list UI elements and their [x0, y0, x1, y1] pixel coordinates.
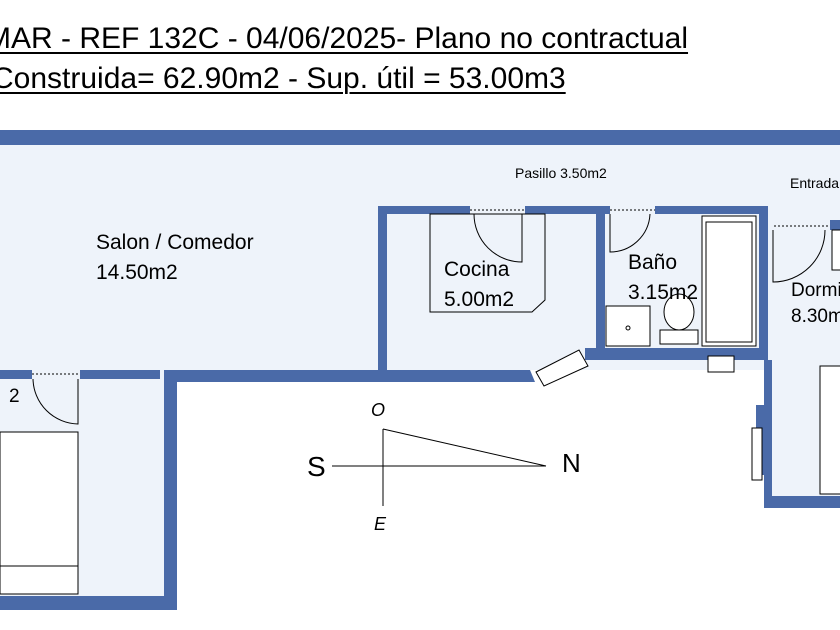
wall-dorm2-top-a [0, 370, 32, 379]
window-unit [535, 349, 589, 387]
wall-top [0, 130, 840, 145]
room-area-salon: 14.50m2 [96, 261, 178, 284]
room-label-entrada: Entrada [790, 175, 839, 191]
wall-dorm2-top-b [80, 370, 160, 379]
wall-entrance [830, 220, 840, 230]
fixtures [0, 213, 840, 595]
room-area-bano: 3.15m2 [628, 281, 698, 304]
wall-bath-right [759, 206, 768, 360]
door-kitchen-swing [473, 213, 523, 263]
wall-bottom-left [0, 596, 177, 610]
compass-label-south: S [307, 451, 326, 482]
compass-label-east: E [374, 514, 387, 534]
bed-dorm2 [0, 431, 79, 595]
wall-kitchen-bath [596, 206, 605, 356]
room-label-salon: Salon / Comedor [96, 231, 254, 254]
wall-kitchen-top-b [525, 206, 610, 214]
room-label-bano: Baño [628, 251, 677, 274]
bathtub-inner [705, 221, 753, 343]
plan-title-line-1: MAR - REF 132C - 04/06/2025- Plano no co… [0, 22, 689, 55]
wall-bottom-kitchen [585, 348, 765, 360]
compass-rose [332, 428, 547, 506]
wall-dorm1-bottom [764, 496, 840, 508]
compass-label-north: N [562, 448, 581, 478]
wall-dorm2-right [164, 370, 177, 610]
door-bath-swing [609, 213, 651, 253]
toilet-bowl [663, 293, 695, 331]
walls [0, 130, 840, 610]
shower-tray [707, 355, 735, 373]
wall-bottom-salon [164, 370, 535, 382]
entrance-shelf [831, 229, 840, 271]
room-label-pasillo: Pasillo 3.50m2 [515, 165, 607, 181]
wall-kitchen-top-a [378, 206, 470, 214]
bed-dorm1 [819, 365, 840, 495]
wall-kitchen-left [378, 206, 387, 370]
room-area-cocina: 5.00m2 [444, 288, 514, 311]
room-label-cocina: Cocina [444, 258, 510, 281]
toilet-tank [659, 329, 699, 345]
kitchen-counter [429, 213, 546, 313]
compass-label-west: O [371, 400, 385, 420]
doors [32, 209, 830, 425]
door-dorm2-swing [32, 378, 79, 425]
room-label-dorm2: 2 [9, 386, 20, 407]
sink-drain-icon [625, 325, 631, 331]
wall-bath-top [655, 206, 767, 214]
compass-north-pointer [382, 428, 547, 467]
floor-area [0, 144, 840, 596]
room-label-dorm1: Dormitorio [791, 280, 840, 301]
wardrobe-dorm1 [751, 427, 763, 481]
plan-title-line-2: Construida= 62.90m2 - Sup. útil = 53.00m… [0, 62, 566, 95]
wall-dorm1-left [764, 360, 772, 496]
door-entrance-swing [772, 229, 826, 283]
bathtub [701, 215, 757, 347]
